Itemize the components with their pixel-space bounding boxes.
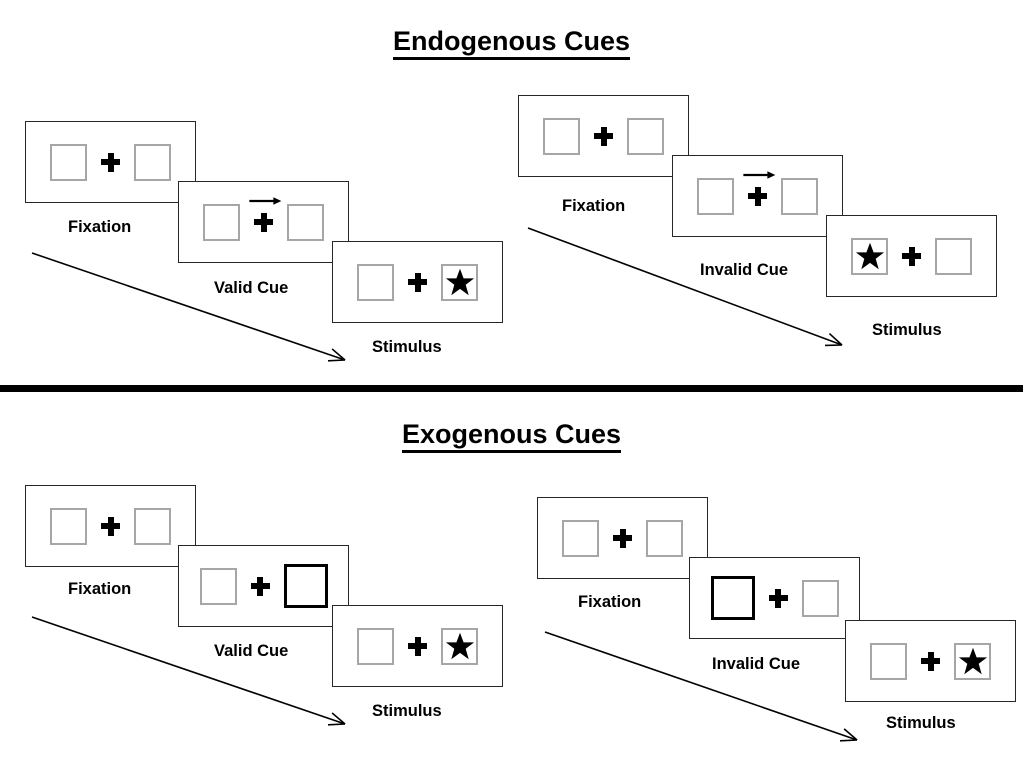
placeholder-square-right <box>287 203 324 241</box>
stage-label-fixation: Fixation <box>578 593 642 611</box>
trial-frame-exogenous-invalid-0 <box>537 497 708 579</box>
trial-frame-endogenous-valid-0 <box>25 121 196 203</box>
fixation-cross-icon <box>742 170 775 206</box>
fixation-cross-icon <box>248 196 281 232</box>
frame-contents <box>851 237 972 275</box>
fixation-cross-icon <box>101 152 120 172</box>
placeholder-square-right <box>935 237 972 275</box>
trial-frame-endogenous-invalid-1 <box>672 155 843 237</box>
placeholder-square-right <box>134 143 171 181</box>
frame-contents <box>543 117 664 155</box>
stage-label-stimulus: Stimulus <box>372 338 442 356</box>
placeholder-square-left <box>357 627 394 665</box>
stage-label-fixation: Fixation <box>68 580 132 598</box>
fixation-cross-icon <box>408 272 427 292</box>
placeholder-square-left <box>562 519 599 557</box>
stage-label-stimulus: Stimulus <box>372 702 442 720</box>
cue-square-left <box>710 576 755 620</box>
stage-label-valid-cue: Valid Cue <box>214 642 289 660</box>
fixation-cross-icon <box>613 528 632 548</box>
placeholder-square-right <box>781 177 818 215</box>
placeholder-square-left <box>203 203 240 241</box>
stage-label-stimulus: Stimulus <box>872 321 942 339</box>
placeholder-square-left <box>870 642 907 680</box>
trial-frame-exogenous-valid-0 <box>25 485 196 567</box>
frame-contents <box>199 564 328 608</box>
trial-frame-endogenous-valid-2 <box>332 241 503 323</box>
trial-frame-exogenous-invalid-2 <box>845 620 1016 702</box>
frame-contents <box>357 627 478 665</box>
frame-contents <box>697 170 818 215</box>
star-icon <box>855 241 885 271</box>
fixation-cross-icon <box>101 516 120 536</box>
fixation-cross-icon <box>408 636 427 656</box>
star-icon <box>445 267 475 297</box>
placeholder-square-right <box>627 117 664 155</box>
trial-frame-endogenous-invalid-0 <box>518 95 689 177</box>
frame-contents <box>203 196 324 241</box>
stage-label-fixation: Fixation <box>68 218 132 236</box>
frame-contents <box>710 576 839 620</box>
frame-contents <box>562 519 683 557</box>
arrow-right-cue-icon <box>248 196 282 208</box>
section-title-text: Exogenous Cues <box>401 419 622 453</box>
fixation-cross-icon <box>768 588 788 608</box>
fixation-cross-icon <box>921 651 940 671</box>
trial-frame-exogenous-invalid-1 <box>689 557 860 639</box>
stage-label-stimulus: Stimulus <box>886 714 956 732</box>
placeholder-square-left <box>50 143 87 181</box>
frame-contents <box>50 143 171 181</box>
section-title-text: Endogenous Cues <box>392 26 630 60</box>
stage-label-valid-cue: Valid Cue <box>214 279 289 297</box>
star-icon <box>445 631 475 661</box>
placeholder-square-left <box>50 507 87 545</box>
stimulus-square-right <box>441 263 478 301</box>
stimulus-square-left <box>851 237 888 275</box>
frame-contents <box>870 642 991 680</box>
trial-frame-endogenous-valid-1 <box>178 181 349 263</box>
trial-frame-exogenous-valid-2 <box>332 605 503 687</box>
stimulus-square-right <box>441 627 478 665</box>
placeholder-square-left <box>357 263 394 301</box>
stage-label-invalid-cue: Invalid Cue <box>700 261 789 279</box>
frame-contents <box>50 507 171 545</box>
placeholder-square-right <box>646 519 683 557</box>
star-icon <box>958 646 988 676</box>
section-title-1: Exogenous Cues <box>0 419 1023 453</box>
frame-contents <box>357 263 478 301</box>
trial-frame-exogenous-valid-1 <box>178 545 349 627</box>
placeholder-square-right <box>134 507 171 545</box>
stage-label-invalid-cue: Invalid Cue <box>712 655 801 673</box>
stimulus-square-right <box>954 642 991 680</box>
stage-label-fixation: Fixation <box>562 197 626 215</box>
section-divider <box>0 385 1023 392</box>
fixation-cross-icon <box>902 246 921 266</box>
fixation-cross-icon <box>250 576 270 596</box>
trial-frame-endogenous-invalid-2 <box>826 215 997 297</box>
placeholder-square-right <box>801 579 839 617</box>
placeholder-square-left <box>199 567 237 605</box>
placeholder-square-left <box>697 177 734 215</box>
placeholder-square-left <box>543 117 580 155</box>
cue-square-right <box>283 564 328 608</box>
arrow-right-cue-icon <box>742 170 776 182</box>
section-title-0: Endogenous Cues <box>0 26 1023 60</box>
fixation-cross-icon <box>594 126 613 146</box>
